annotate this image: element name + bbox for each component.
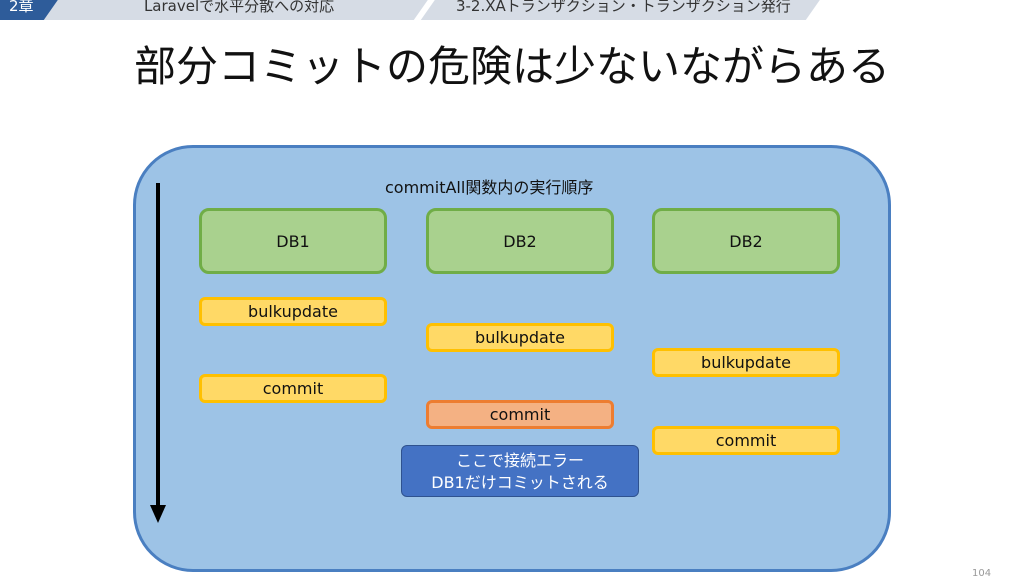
section-tab-2: 3-2.XAトランザクション・トランザクション発行 [420, 0, 829, 20]
time-arrow [156, 183, 160, 508]
op-bulkupdate-3: bulkupdate [652, 348, 840, 377]
section-label-1: Laravelで水平分散への対応 [143, 0, 335, 15]
op-commit-2-error: commit [426, 400, 614, 429]
section-tab-1: Laravelで水平分散への対応 [43, 0, 437, 20]
op-commit-3: commit [652, 426, 840, 455]
chapter-label: 2章 [9, 0, 34, 15]
error-note-line1: ここで接続エラー [455, 451, 584, 470]
diagram-caption: commitAll関数内の実行順序 [385, 178, 594, 197]
page-number: 104 [972, 568, 992, 579]
arrow-down-icon [150, 505, 166, 523]
slide-title: 部分コミットの危険は少ないながらある [133, 42, 890, 91]
op-bulkupdate-1: bulkupdate [199, 297, 387, 326]
section-label-2: 3-2.XAトランザクション・トランザクション発行 [456, 0, 791, 15]
op-commit-1: commit [199, 374, 387, 403]
db-box-2: DB2 [426, 208, 614, 274]
error-note: ここで接続エラー DB1だけコミットされる [401, 445, 639, 497]
error-note-line2: DB1だけコミットされる [431, 473, 609, 492]
op-bulkupdate-2: bulkupdate [426, 323, 614, 352]
db-box-3: DB2 [652, 208, 840, 274]
db-box-1: DB1 [199, 208, 387, 274]
